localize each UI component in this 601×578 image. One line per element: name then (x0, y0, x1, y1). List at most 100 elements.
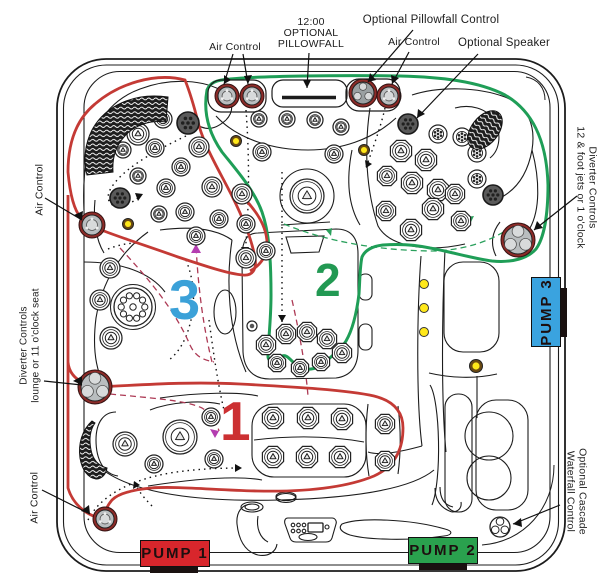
label-optional-speaker: Optional Speaker (457, 37, 551, 49)
jet-neck (428, 124, 448, 144)
leader-arrowheads (73, 73, 543, 527)
label-pillowfall-note: 12:00 OPTIONAL PILLOWFALL (277, 16, 345, 50)
jet-nozzle (209, 209, 229, 229)
jet-nozzle-octagonal (290, 358, 310, 378)
label-optional-pillowfall-control: Optional Pillowfall Control (362, 14, 500, 26)
speaker-grille (397, 113, 419, 135)
diverter-dashed-lines (109, 243, 309, 438)
pillow-top-left (84, 95, 169, 176)
jet-nozzle-octagonal (414, 148, 438, 172)
jet-nozzle-octagonal (400, 171, 424, 195)
zone-3-number: 3 (169, 268, 201, 331)
jet-nozzle-octagonal (311, 352, 331, 372)
speaker-grille (482, 184, 504, 206)
diverter-knob (500, 222, 536, 258)
label-air-control-bottom-left: Air Control (28, 471, 41, 524)
jet-nozzle-octagonal (295, 445, 319, 469)
jet-nozzle (186, 226, 206, 246)
jet-nozzle (99, 326, 123, 350)
label-air-control-top-left: Air Control (209, 41, 261, 53)
pillowfall-control-knob (348, 78, 378, 108)
diverter-dashed-green-arrow (326, 228, 332, 236)
jet-nozzle (256, 241, 276, 261)
jet-nozzle-octagonal (444, 183, 466, 205)
pump2-shadow (419, 561, 467, 570)
jet-nozzle (145, 138, 165, 158)
jet-nozzle (144, 454, 164, 474)
jet-nozzle (278, 110, 296, 128)
leader-lines (41, 29, 578, 525)
jet-nozzle (150, 205, 168, 223)
air-control-knob (78, 211, 106, 239)
led-light (122, 218, 134, 230)
jet-nozzle-octagonal (450, 210, 472, 232)
led-light (469, 359, 483, 373)
jet-nozzle (324, 144, 344, 164)
jet-nozzle (171, 157, 191, 177)
air-control-knob (92, 506, 118, 532)
label-diverter-left: Diverter Controls lounge or 11 o'clock s… (18, 288, 42, 403)
pump1-shadow (150, 564, 198, 573)
led-light (419, 279, 429, 289)
jet-nozzle (204, 449, 224, 469)
jet-nozzle-octagonal (328, 445, 352, 469)
control-knobs (77, 78, 536, 538)
jet-nozzle-octagonal (316, 328, 338, 350)
label-diverter-right: Diverter Controls 12 & foot jets or 1 o'… (575, 126, 599, 249)
pump3-shadow (558, 288, 567, 337)
jet-nozzle-octagonal (255, 334, 277, 356)
suction-fitting (246, 320, 258, 332)
jet-nozzle (235, 247, 257, 269)
jet-nozzle-octagonal (375, 200, 397, 222)
jet-nozzle-octagonal (374, 413, 396, 435)
jet-nozzle (112, 431, 138, 457)
zone-1-number: 1 (220, 390, 251, 452)
led-light (230, 135, 242, 147)
jet-nozzle (99, 257, 121, 279)
jet-nozzle-octagonal (421, 197, 445, 221)
jet-nozzle (201, 176, 223, 198)
pump1-label: PUMP 1 (140, 540, 210, 567)
jet-nozzle-octagonal (275, 323, 297, 345)
cascade-control-knob (489, 516, 511, 538)
jet-neck (467, 169, 487, 189)
jet-nozzle (332, 118, 350, 136)
jet-nozzle (306, 111, 324, 129)
diverter-knob (77, 369, 113, 405)
label-cascade: Optional Cascade Waterfall Control (565, 448, 589, 535)
pillows (79, 95, 503, 480)
zone-2-number: 2 (315, 254, 341, 306)
jet-nozzle (175, 202, 195, 222)
led-light (419, 303, 429, 313)
jet-nozzle (156, 178, 176, 198)
pump2-label: PUMP 2 (408, 537, 478, 564)
jet-nozzle-octagonal (296, 321, 318, 343)
jet-nozzle (252, 142, 272, 162)
speaker-grille (109, 187, 131, 209)
jet-nozzles (89, 109, 487, 474)
jet-nozzle-octagonal (399, 218, 423, 242)
jet-nozzle-octagonal (389, 139, 413, 163)
led-light (358, 144, 370, 156)
jet-nozzle (231, 183, 253, 205)
jet-neck (452, 127, 472, 147)
jet-nozzle (236, 214, 256, 234)
jet-large (162, 419, 198, 455)
air-control-knob (376, 83, 402, 109)
led-light (419, 327, 429, 337)
jet-nozzle (250, 110, 268, 128)
jet-nozzle-octagonal (330, 407, 354, 431)
jet-nozzle (89, 289, 111, 311)
jet-nozzle-octagonal (267, 353, 287, 373)
jet-nozzle-octagonal (261, 445, 285, 469)
pump3-label: PUMP 3 (531, 277, 561, 347)
jet-nozzle (201, 407, 221, 427)
diverter-dashed-green (283, 223, 506, 252)
speaker-grille (176, 111, 200, 135)
label-air-control-top-right: Air Control (388, 36, 440, 48)
jet-nozzle-octagonal (296, 406, 320, 430)
jet-nozzle (129, 167, 147, 185)
pillow-top-right (467, 110, 503, 150)
